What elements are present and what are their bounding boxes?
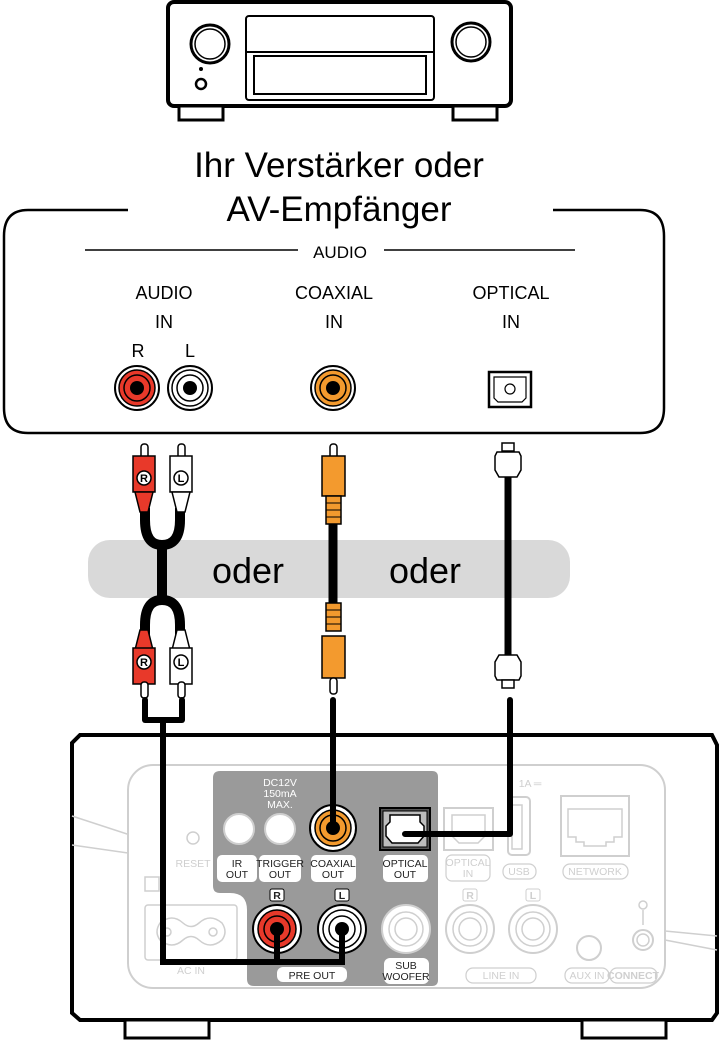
ir-out-jack (223, 813, 255, 845)
ir-out-label-2: OUT (226, 869, 249, 881)
ac-in-label: AC IN (177, 965, 205, 977)
optical-out-label-1: OPTICAL (383, 858, 428, 870)
usb-label: USB (508, 866, 530, 878)
title-line-2: AV-Empfänger (226, 190, 451, 229)
audio-in-label-2: IN (155, 312, 173, 332)
trigger-out-label-1: TRIGGER (256, 858, 304, 870)
usb-plate (502, 863, 537, 880)
optical-in-rear-label-1: OPTICAL (446, 857, 491, 869)
optical-cable (494, 442, 522, 689)
line-in-l-label: L (530, 890, 537, 902)
pre-out-plate (277, 967, 347, 982)
coaxial-in-label-1: COAXIAL (295, 283, 373, 303)
pre-out-r-label: R (273, 890, 281, 902)
sub-woofer-label-2: WOOFER (382, 971, 430, 983)
connect-label: CONNECT (607, 970, 660, 982)
ac-switch-icon (144, 876, 160, 892)
line-in-r-badge (462, 888, 478, 902)
optical-out-plate (383, 855, 428, 882)
sub-woofer-jack (381, 904, 431, 954)
ir-out-label-1: IR (232, 858, 243, 870)
network-label: NETWORK (568, 866, 622, 878)
amplifier-panel-frame (2, 208, 666, 435)
optical-out-jack (379, 807, 431, 851)
coaxial-in-label-2: IN (325, 312, 343, 332)
sub-woofer-label-1: SUB (395, 960, 417, 972)
reset-label: RESET (175, 858, 211, 870)
audio-in-l-label: L (185, 341, 195, 361)
ir-out-plate (217, 855, 257, 882)
dc-label-2: 150mA (263, 788, 296, 800)
line-in-r-label: R (466, 890, 474, 902)
coaxial-out-plate (311, 855, 356, 882)
pre-out-label: PRE OUT (289, 970, 336, 982)
title-line-1: Ihr Verstärker oder (194, 146, 484, 185)
pre-out-l-badge (334, 888, 350, 902)
optical-in-rear-label-2: IN (463, 868, 474, 880)
connect-led-icon (638, 900, 648, 910)
connect-button (632, 929, 654, 951)
network-plate (562, 863, 629, 880)
dc-label-3: MAX. (267, 799, 293, 811)
oder-label-1: oder (212, 550, 284, 591)
coaxial-in-jack (310, 365, 356, 411)
audio-in-l-jack (167, 365, 213, 411)
dc-label-1: DC12V (263, 777, 297, 789)
line-in-r-jack (445, 904, 495, 954)
pre-out-r-badge (269, 888, 285, 902)
aux-in-label: AUX IN (569, 970, 604, 982)
rca-stereo-cable: R L R L (132, 443, 193, 699)
ac-in-outline (156, 917, 226, 946)
network-port (560, 795, 630, 857)
pre-out-l-label: L (339, 890, 346, 902)
coaxial-out-label-1: COAXIAL (310, 858, 356, 870)
trigger-out-plate (259, 855, 301, 882)
rca-bottom-r-label: R (140, 657, 148, 669)
optical-in-plate (445, 854, 491, 882)
connect-plate (609, 967, 658, 984)
audio-in-r-jack (114, 365, 160, 411)
connect-button-inner (636, 933, 650, 947)
amplifier-front-icon (166, 0, 513, 122)
rca-bottom-l-label: L (178, 657, 185, 669)
coaxial-out-label-2: OUT (322, 869, 345, 881)
ac-in-socket (144, 904, 238, 961)
optical-in-rear-jack (443, 807, 494, 851)
audio-section-label: AUDIO (313, 243, 367, 262)
optical-in-label-1: OPTICAL (472, 283, 549, 303)
optical-in-label-2: IN (502, 312, 520, 332)
trigger-out-jack (264, 813, 296, 845)
line-in-l-jack (508, 904, 558, 954)
reset-button-icon (186, 831, 200, 845)
oder-label-2: oder (389, 550, 461, 591)
aux-in-plate (564, 967, 610, 984)
sub-woofer-plate (384, 958, 429, 984)
line-in-plate (465, 967, 537, 984)
rca-top-r-label: R (140, 473, 148, 485)
audio-in-r-label: R (132, 341, 145, 361)
ac-in-pin-right (208, 927, 218, 937)
usb-rating-label: 1A ═ (519, 778, 542, 790)
coaxial-cable (321, 443, 346, 695)
line-in-l-badge (525, 888, 541, 902)
audio-in-label-1: AUDIO (135, 283, 192, 303)
line-in-label: LINE IN (483, 970, 520, 982)
optical-in-jack (487, 370, 533, 409)
rca-top-l-label: L (178, 473, 185, 485)
trigger-out-label-2: OUT (269, 869, 292, 881)
optical-out-label-2: OUT (394, 869, 417, 881)
aux-in-jack (576, 935, 602, 961)
cable-routing (142, 697, 513, 965)
